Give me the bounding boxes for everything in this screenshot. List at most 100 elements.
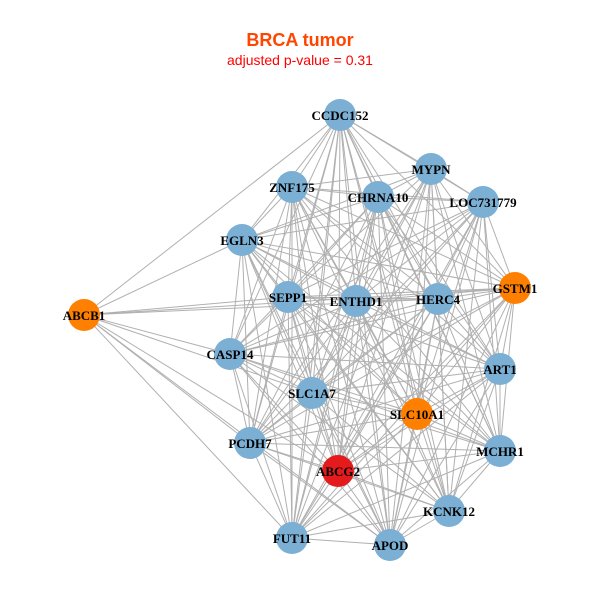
edge-EGLN3-HERC4 — [241, 239, 439, 300]
edge-MYPN-ABCG2 — [337, 168, 432, 472]
edge-CCDC152-CASP14 — [229, 114, 341, 355]
edge-SLC1A7-FUT11 — [291, 392, 313, 539]
edge-CCDC152-KCNK12 — [339, 114, 450, 512]
edge-HERC4-CASP14 — [229, 298, 439, 355]
edge-ZNF175-APOD — [291, 186, 391, 546]
edge-ABCG2-KCNK12 — [337, 470, 450, 512]
edge-LOC731779-FUT11 — [291, 201, 484, 539]
node-label: CASP14 — [207, 347, 254, 362]
edge-LOC731779-APOD — [389, 201, 484, 546]
node-ART1: ART1 — [483, 353, 517, 385]
edge-ZNF175-HERC4 — [291, 186, 439, 300]
figure-subtitle: adjusted p-value = 0.31 — [227, 52, 373, 68]
edge-SEPP1-SLC10A1 — [287, 296, 418, 415]
node-label: ABCB1 — [63, 308, 106, 323]
edge-EGLN3-SLC1A7 — [241, 239, 313, 394]
edge-MYPN-EGLN3 — [241, 168, 432, 241]
edge-LOC731779-ART1 — [482, 201, 501, 370]
node-circle — [272, 281, 304, 313]
edge-MYPN-ENTHD1 — [355, 168, 432, 302]
edge-CHRNA10-EGLN3 — [241, 196, 379, 241]
edge-CCDC152-LOC731779 — [339, 114, 484, 203]
node-label: EGLN3 — [220, 233, 264, 248]
edge-HERC4-MCHR1 — [437, 298, 501, 452]
edge-CHRNA10-APOD — [377, 196, 391, 546]
edge-CCDC152-SLC1A7 — [311, 114, 341, 394]
figure-title: BRCA tumor — [246, 30, 354, 50]
edge-CHRNA10-LOC731779 — [377, 196, 484, 203]
node-label: SEPP1 — [269, 290, 307, 305]
node-circle — [276, 522, 308, 554]
node-circle — [467, 186, 499, 218]
edge-LOC731779-KCNK12 — [448, 201, 484, 512]
edge-MYPN-ART1 — [430, 168, 501, 370]
node-circle — [234, 427, 266, 459]
edge-GSTM1-KCNK12 — [448, 287, 516, 512]
edge-SEPP1-SLC1A7 — [287, 296, 313, 394]
edge-SLC10A1-ABCG2 — [337, 413, 418, 472]
edge-CASP14-ART1 — [229, 353, 501, 370]
edge-ENTHD1-FUT11 — [291, 300, 357, 539]
node-KCNK12: KCNK12 — [423, 495, 475, 527]
edge-SEPP1-FUT11 — [287, 296, 293, 539]
node-circle — [214, 338, 246, 370]
node-label: MCHR1 — [476, 444, 524, 459]
node-circle — [433, 495, 465, 527]
node-circle — [401, 398, 433, 430]
node-CASP14: CASP14 — [207, 338, 254, 370]
edge-EGLN3-CASP14 — [229, 239, 243, 355]
node-circle — [499, 272, 531, 304]
node-EGLN3: EGLN3 — [220, 224, 264, 256]
node-circle — [296, 377, 328, 409]
node-circle — [484, 435, 516, 467]
edge-SLC10A1-APOD — [389, 413, 418, 546]
edge-ENTHD1-APOD — [355, 300, 391, 546]
edge-EGLN3-ENTHD1 — [241, 239, 357, 302]
node-circle — [422, 283, 454, 315]
edge-LOC731779-HERC4 — [437, 201, 484, 300]
node-LOC731779: LOC731779 — [449, 186, 517, 218]
node-circle — [484, 353, 516, 385]
edge-SLC1A7-KCNK12 — [311, 392, 450, 512]
edge-SLC10A1-FUT11 — [291, 413, 418, 539]
node-label: GSTM1 — [493, 281, 538, 296]
edge-GSTM1-CASP14 — [229, 287, 516, 355]
edge-LOC731779-SEPP1 — [287, 201, 484, 298]
node-label: KCNK12 — [423, 504, 475, 519]
edge-SEPP1-PCDH7 — [249, 296, 289, 444]
node-label: ABCG2 — [316, 464, 360, 479]
node-circle — [374, 529, 406, 561]
edge-EGLN3-MCHR1 — [241, 239, 501, 452]
edge-CHRNA10-HERC4 — [377, 196, 439, 300]
node-CCDC152: CCDC152 — [311, 99, 369, 131]
edge-CCDC152-FUT11 — [291, 114, 341, 539]
node-label: ART1 — [483, 362, 517, 377]
edge-ABCB1-CASP14 — [83, 314, 231, 355]
edge-LOC731779-ABCG2 — [337, 201, 484, 472]
edge-KCNK12-FUT11 — [291, 510, 450, 539]
edge-ABCB1-SLC1A7 — [83, 314, 313, 394]
edge-ART1-APOD — [389, 368, 501, 546]
edge-ART1-SLC1A7 — [311, 368, 501, 394]
node-CHRNA10: CHRNA10 — [348, 181, 409, 213]
edge-MYPN-ZNF175 — [291, 168, 432, 188]
node-label: CHRNA10 — [348, 190, 409, 205]
edge-MCHR1-FUT11 — [291, 450, 501, 539]
node-label: ZNF175 — [269, 180, 315, 195]
edge-MCHR1-ABCG2 — [337, 450, 501, 472]
node-label: ENTHD1 — [330, 294, 383, 309]
node-MCHR1: MCHR1 — [476, 435, 524, 467]
node-circle — [340, 285, 372, 317]
node-label: SLC1A7 — [288, 386, 336, 401]
node-label: MYPN — [412, 162, 452, 177]
node-SEPP1: SEPP1 — [269, 281, 307, 313]
edge-EGLN3-FUT11 — [241, 239, 293, 539]
node-ABCB1: ABCB1 — [63, 299, 106, 331]
edge-ZNF175-MCHR1 — [291, 186, 501, 452]
edge-EGLN3-ABCB1 — [83, 239, 243, 316]
node-SLC10A1: SLC10A1 — [390, 398, 444, 430]
edge-HERC4-ABCB1 — [83, 298, 439, 316]
edge-PCDH7-APOD — [249, 442, 391, 546]
